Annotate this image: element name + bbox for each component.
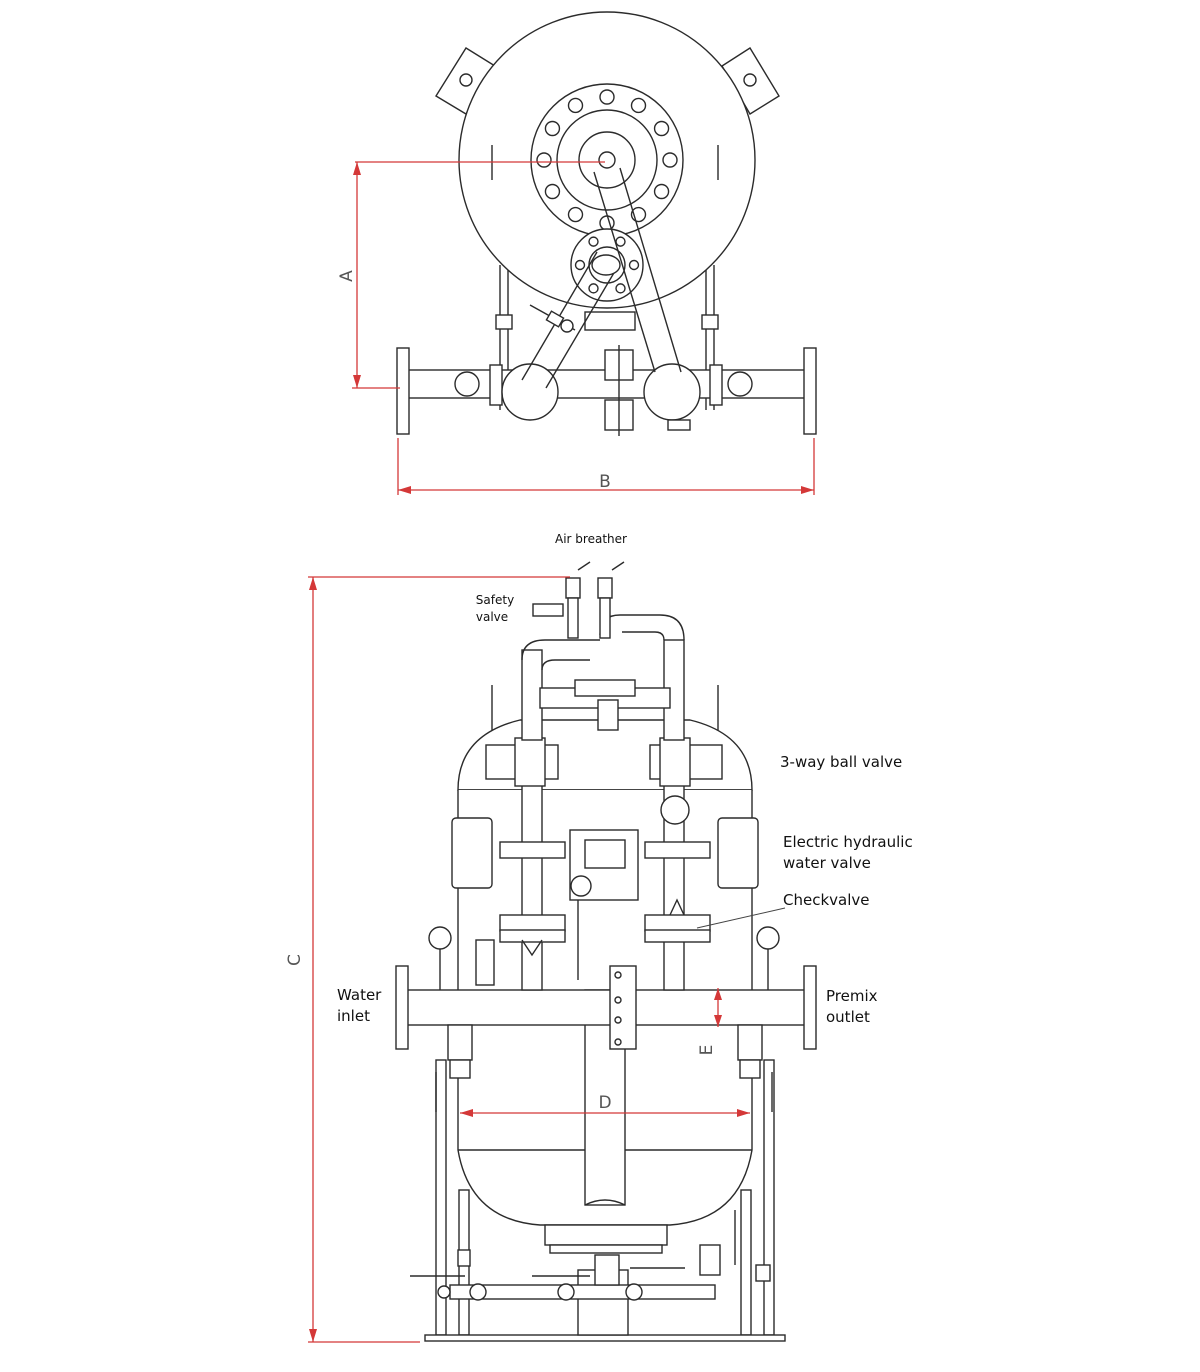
dimension-e-label: E (697, 1045, 717, 1056)
flange-bolt (574, 259, 586, 271)
premix-outlet-flange (803, 965, 817, 1050)
label-premix-outlet-1: Premix (826, 987, 878, 1005)
valve-body-right (643, 363, 701, 421)
label-premix-outlet-2: outlet (826, 1008, 870, 1026)
flange-bolt (588, 283, 599, 294)
flange-bolt (662, 152, 678, 168)
label-electric-hydraulic-1: Electric hydraulic (783, 833, 913, 851)
dimension-a-label: A (337, 270, 357, 282)
water-inlet-flange (395, 965, 409, 1050)
main-manifold (399, 989, 811, 1026)
flange-bolt (599, 89, 615, 105)
flange-bolt (653, 120, 670, 137)
flange-bolt (628, 259, 640, 271)
label-electric-hydraulic-2: water valve (783, 854, 871, 872)
label-safety-valve-2: valve (476, 610, 508, 624)
flange-bolt (567, 206, 584, 223)
flange-bolt (544, 183, 561, 200)
dimension-e: E (697, 988, 722, 1055)
center-gauge (660, 795, 690, 825)
label-safety-valve-1: Safety (476, 593, 514, 607)
outlet-flange (803, 347, 817, 435)
label-checkvalve: Checkvalve (783, 891, 869, 909)
dimension-b-label: B (599, 472, 611, 492)
flange-bolt (630, 97, 647, 114)
flange-bolt (567, 97, 584, 114)
safety-valve (532, 603, 564, 617)
flange-bolt (544, 120, 561, 137)
dimension-d: D (460, 1093, 750, 1117)
flange-bolt (653, 183, 670, 200)
label-3-way-ball-valve: 3-way ball valve (780, 753, 902, 771)
flange-bolt (588, 236, 599, 247)
label-air-breather: Air breather (555, 532, 627, 546)
dimension-a: A (337, 161, 605, 389)
hydraulic-valve-left (451, 817, 493, 889)
flange-bolt (615, 236, 626, 247)
valve-body-left (501, 363, 559, 421)
dimension-b: B (397, 438, 815, 495)
front-view (395, 561, 817, 1342)
flange-bolt (630, 206, 647, 223)
pressure-gauge-left (428, 926, 452, 950)
label-water-inlet-2: inlet (337, 1007, 370, 1025)
bottom-flange (544, 1224, 668, 1246)
air-breather (565, 577, 581, 599)
label-water-inlet-1: Water (337, 986, 382, 1004)
pressure-gauge-right (756, 926, 780, 950)
flange-bolt (536, 152, 552, 168)
dimension-c: C (285, 576, 570, 1343)
top-view (396, 11, 817, 436)
flange-bolt (615, 283, 626, 294)
dimension-c-label: C (285, 954, 305, 966)
dimension-d-label: D (598, 1093, 611, 1113)
inlet-flange (396, 347, 410, 435)
hydraulic-valve-right (717, 817, 759, 889)
base-plate (424, 1334, 786, 1342)
